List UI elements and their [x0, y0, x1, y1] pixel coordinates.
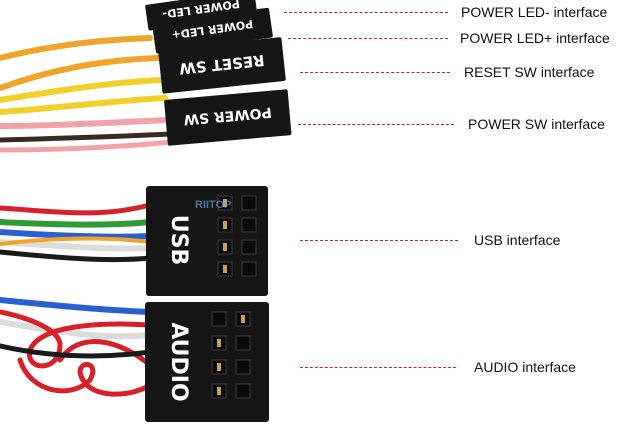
- wire-orange-2: [0, 55, 161, 91]
- wire-white-audio: [0, 319, 153, 340]
- power-led-plus-connector: POWER LED+: [152, 7, 273, 54]
- callout-power-sw: POWER SW interface: [468, 116, 605, 132]
- usb-label: USB: [166, 215, 191, 265]
- wire-green-usb: [0, 219, 153, 228]
- callout-reset-sw: RESET SW interface: [464, 64, 595, 80]
- wire-black-audio: [0, 343, 153, 359]
- wire-orange-usb: [0, 236, 152, 246]
- audio-pin-tips: [217, 315, 245, 395]
- wire-red-loop-3: [57, 339, 153, 368]
- wire-yellow: [0, 77, 165, 103]
- audio-label: AUDIO: [166, 322, 191, 401]
- usb-wires: [0, 202, 153, 263]
- leader-line-power-led-minus: [284, 12, 448, 13]
- leader-line-reset-sw: [300, 72, 450, 73]
- leader-line-usb: [300, 240, 458, 241]
- callout-usb: USB interface: [474, 232, 561, 248]
- usb-pin-tips: [223, 199, 227, 273]
- leader-line-audio: [300, 367, 456, 368]
- wire-black-usb: [0, 249, 153, 263]
- wire-blue-usb: [0, 229, 153, 240]
- audio-connector: AUDIO: [145, 302, 269, 422]
- callout-power-led-plus: POWER LED+ interface: [460, 30, 610, 46]
- power-sw-label: POWER SW: [183, 104, 272, 128]
- reset-sw-connector: RESET SW: [158, 37, 286, 94]
- leader-line-power-led-plus: [288, 38, 448, 39]
- callout-audio: AUDIO interface: [474, 359, 576, 375]
- watermark-text: RIITOP: [195, 199, 231, 211]
- wire-red-loop-2: [17, 357, 153, 397]
- wire-pink: [0, 117, 171, 129]
- audio-wires: [0, 297, 153, 397]
- callout-power-led-minus: POWER LED- interface: [461, 4, 608, 20]
- usb-connector: USB RIITOP: [146, 186, 268, 296]
- wire-dark: [0, 131, 173, 143]
- front-panel-wires: [0, 35, 175, 153]
- wire-blue-audio: [0, 297, 153, 315]
- wire-red-usb: [0, 202, 153, 216]
- power-sw-connector: POWER SW: [164, 89, 292, 146]
- wire-orange: [0, 35, 153, 61]
- wire-pink-2: [0, 139, 175, 153]
- wire-red-loop-1: [0, 309, 153, 369]
- leader-line-power-sw: [298, 124, 454, 125]
- wire-yellow-2: [0, 95, 168, 115]
